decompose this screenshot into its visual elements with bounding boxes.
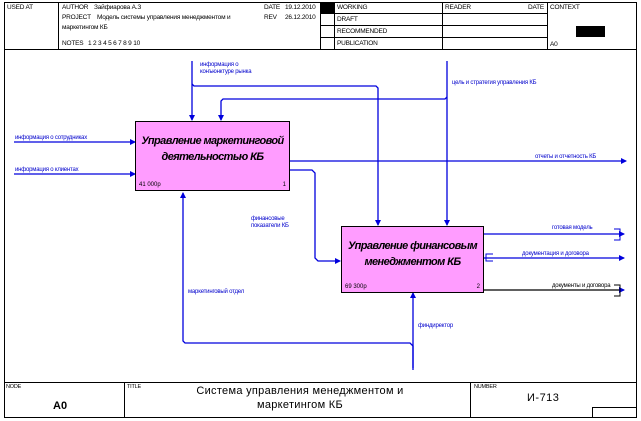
node-label: NODE — [6, 384, 22, 390]
tunnel-icon-docs-contracts — [614, 284, 621, 297]
context-label: CONTEXT — [550, 4, 580, 11]
label-finance-dir: финдиректор — [418, 323, 453, 329]
activity-box-2[interactable]: Управление финансовым менеджментом КБ 69… — [341, 226, 484, 293]
label-marketing-dept: маркетинговый отдел — [188, 289, 245, 295]
used-at-label: USED AT — [7, 4, 33, 11]
activity-1-title: Управление маркетинговой деятельностью К… — [136, 133, 289, 165]
activity-2-number: 2 — [476, 284, 480, 290]
label-client-info: информация о клиентах — [15, 167, 79, 173]
number-label: NUMBER — [474, 384, 497, 390]
author-label: AUTHOR — [62, 4, 89, 11]
label-market-info-2: конъюнктуре рынка — [200, 69, 252, 75]
activity-2-title-line2: менеджментом КБ — [364, 256, 461, 268]
label-fin-indicators-1: финансовые — [251, 216, 285, 222]
title-label: TITLE — [127, 384, 141, 390]
status-working: WORKING — [337, 4, 368, 11]
activity-1-number: 1 — [282, 182, 286, 188]
rev-label: REV — [264, 14, 277, 21]
notes-value: 1 2 3 4 5 6 7 8 9 10 — [88, 40, 141, 47]
node-value: A0 — [53, 400, 68, 412]
context-thumbnail[interactable] — [576, 26, 605, 37]
project-value: Модель системы управления менеджментом и — [97, 14, 231, 21]
reader-label: READER — [445, 4, 471, 11]
arrow-market-info-branch[interactable] — [191, 83, 381, 226]
context-cell — [547, 2, 637, 50]
status-publication: PUBLICATION — [337, 40, 378, 47]
notes-label: NOTES — [62, 40, 84, 47]
arrow-fin-indicators[interactable] — [290, 169, 341, 264]
label-ready-model: готовая модель — [552, 225, 593, 231]
project-value-2: маркетингом КБ — [62, 24, 108, 31]
number-cell — [470, 382, 637, 418]
label-reports: отчеты и отчетность КБ — [535, 154, 597, 160]
rev-value: 26.12.2010 — [285, 14, 316, 21]
label-market-info-1: информация о — [200, 62, 239, 68]
label-goal-strategy: цель и стратегия управления КБ — [452, 80, 537, 86]
number-value: И-713 — [527, 392, 560, 404]
page-cell — [592, 407, 637, 418]
diagram-title-line1: Система управления менеджментом и — [196, 385, 404, 397]
activity-2-title-line1: Управление финансовым — [348, 240, 478, 252]
status-draft: DRAFT — [337, 16, 358, 23]
status-recommended: RECOMMENDED — [337, 28, 388, 35]
label-employee-info: информация о сотрудниках — [15, 135, 87, 141]
activity-1-title-line1: Управление маркетинговой — [141, 135, 284, 147]
tunnel-icon-contract-docs — [485, 253, 493, 262]
activity-1-cost: 41 000р — [139, 182, 161, 188]
author-value: Зайфиарова А.З — [94, 4, 142, 11]
project-label: PROJECT — [62, 14, 91, 21]
status-working-marker — [320, 2, 334, 14]
activity-box-1[interactable]: Управление маркетинговой деятельностью К… — [135, 121, 290, 191]
activity-2-cost: 69 300р — [345, 284, 367, 290]
label-docs-contracts: документы и договора — [552, 283, 611, 289]
arrow-goal-strategy-branch[interactable] — [218, 96, 448, 121]
diagram-title-line2: маркетингом КБ — [256, 399, 344, 411]
diagram-title: Система управления менеджментом и маркет… — [140, 384, 460, 412]
label-contract-docs: документация и договора — [522, 251, 589, 257]
tunnel-icon-ready-model — [614, 228, 621, 241]
context-node: A0 — [550, 41, 558, 48]
date-label: DATE — [264, 4, 281, 11]
reader-date-label: DATE — [528, 4, 545, 11]
activity-2-title: Управление финансовым менеджментом КБ — [342, 238, 483, 270]
activity-1-title-line2: деятельностью КБ — [161, 151, 265, 163]
label-fin-indicators-2: показатели КБ — [251, 223, 289, 229]
date-value: 19.12.2010 — [285, 4, 316, 11]
